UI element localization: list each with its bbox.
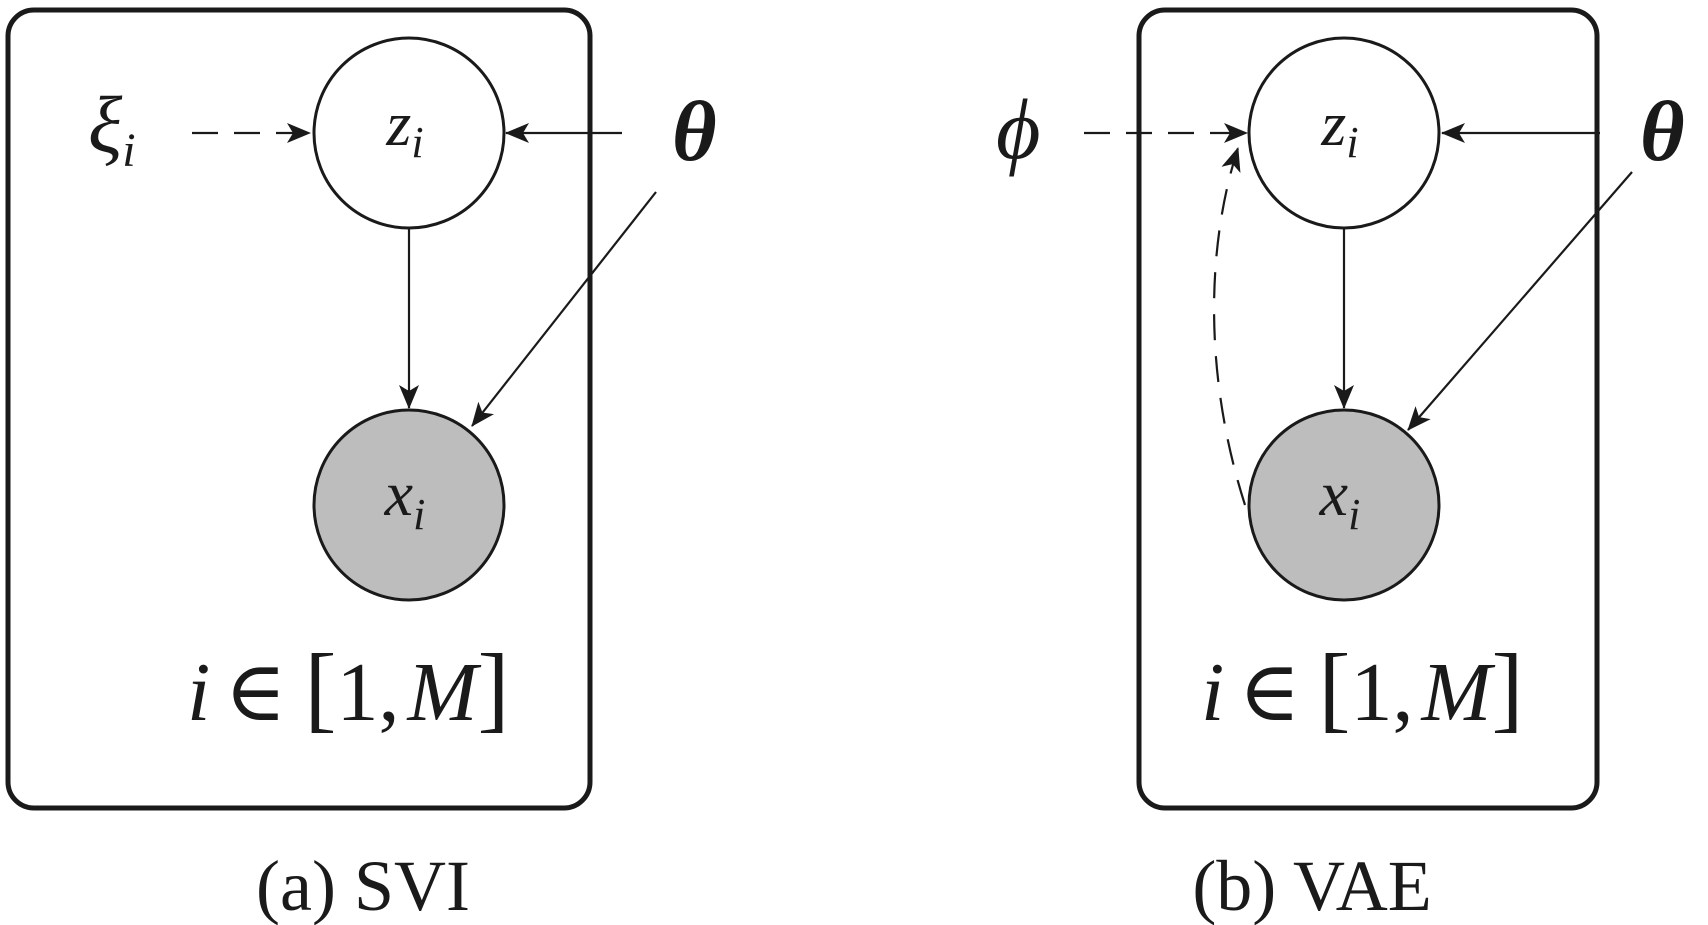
z-label: zi (385, 88, 423, 167)
phi-label: ϕ (996, 81, 1041, 177)
xi-label: ξi (88, 82, 136, 177)
plate-vae (1136, 7, 1600, 811)
edge-x-to-z-inference (1213, 147, 1247, 506)
edge-theta-to-x (1407, 171, 1633, 431)
plate-svi (5, 7, 593, 811)
theta-label: θ (1640, 83, 1685, 179)
edge-theta-to-x (471, 191, 657, 427)
plate-index-label: i∈[1,M] (1201, 634, 1523, 741)
caption-svi: (a) SVI (256, 846, 470, 925)
caption-vae: (b) VAE (1192, 846, 1431, 925)
latent-node-z (1247, 36, 1441, 230)
panel-vae: zi xi ϕ θ i∈[1,M] (b) VAE (996, 7, 1685, 925)
theta-label: θ (672, 83, 717, 179)
x-label: xi (384, 458, 426, 539)
panel-svi: zi xi ξi θ i∈[1,M] (a) SVI (5, 7, 717, 925)
plate-index-label: i∈[1,M] (187, 634, 509, 741)
z-label: zi (1320, 88, 1358, 167)
observed-node-x (1247, 408, 1441, 602)
x-label: xi (1319, 458, 1361, 539)
latent-node-z (312, 36, 506, 230)
observed-node-x (312, 408, 506, 602)
